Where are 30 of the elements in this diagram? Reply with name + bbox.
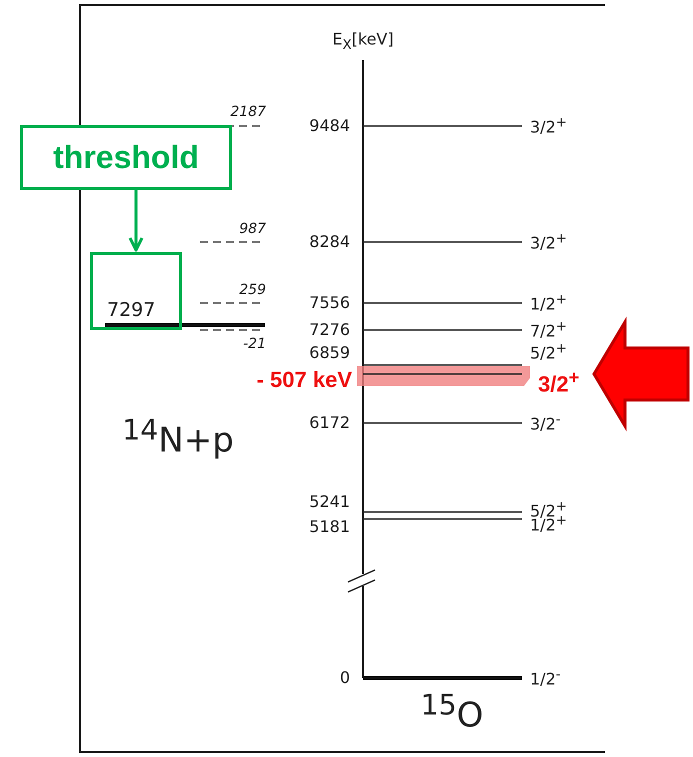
arrow xyxy=(128,190,144,252)
callout-text: threshold xyxy=(53,139,199,176)
spin-parity: 7/2$^{+}$ xyxy=(530,320,567,340)
threshold-offset: 987 xyxy=(239,222,266,236)
spin-parity: 1/2$^{+}$ xyxy=(530,293,567,313)
spin-parity: 5/2$^{+}$ xyxy=(530,342,567,362)
energy-value: 0 xyxy=(340,670,350,686)
spin-parity: 3/2$^{+}$ xyxy=(530,116,567,136)
nucleus-label: $^{15}$O xyxy=(420,691,484,733)
spin-parity: 1/2$^{-}$ xyxy=(530,668,561,688)
spin-parity: 3/2$^{+}$ xyxy=(530,232,567,252)
resonance-energy: - 507 keV xyxy=(256,369,352,391)
energy-value: 7556 xyxy=(309,295,350,311)
energy-value: 9484 xyxy=(309,118,350,134)
threshold-offset: -21 xyxy=(243,337,266,351)
energy-value: 6172 xyxy=(309,415,350,431)
energy-value: 7276 xyxy=(309,322,350,338)
energy-value: 6859 xyxy=(309,345,350,361)
spin-parity: 3/2$^{-}$ xyxy=(530,413,561,433)
threshold-offset: 259 xyxy=(239,283,266,297)
axis-label: E$_{X}$[keV] xyxy=(332,32,394,52)
energy-value: 7297 xyxy=(107,299,156,321)
energy-value: 5181 xyxy=(309,519,350,535)
callout-box xyxy=(20,125,232,190)
energy-value: 8284 xyxy=(309,234,350,250)
resonance-spin-parity: 3/2$^{+}$ xyxy=(538,368,580,396)
energy-value: 5241 xyxy=(309,494,350,510)
highlight-box xyxy=(90,252,182,330)
threshold-offset: 2187 xyxy=(230,105,266,119)
nucleus-label: $^{14}$N+p xyxy=(122,416,234,458)
